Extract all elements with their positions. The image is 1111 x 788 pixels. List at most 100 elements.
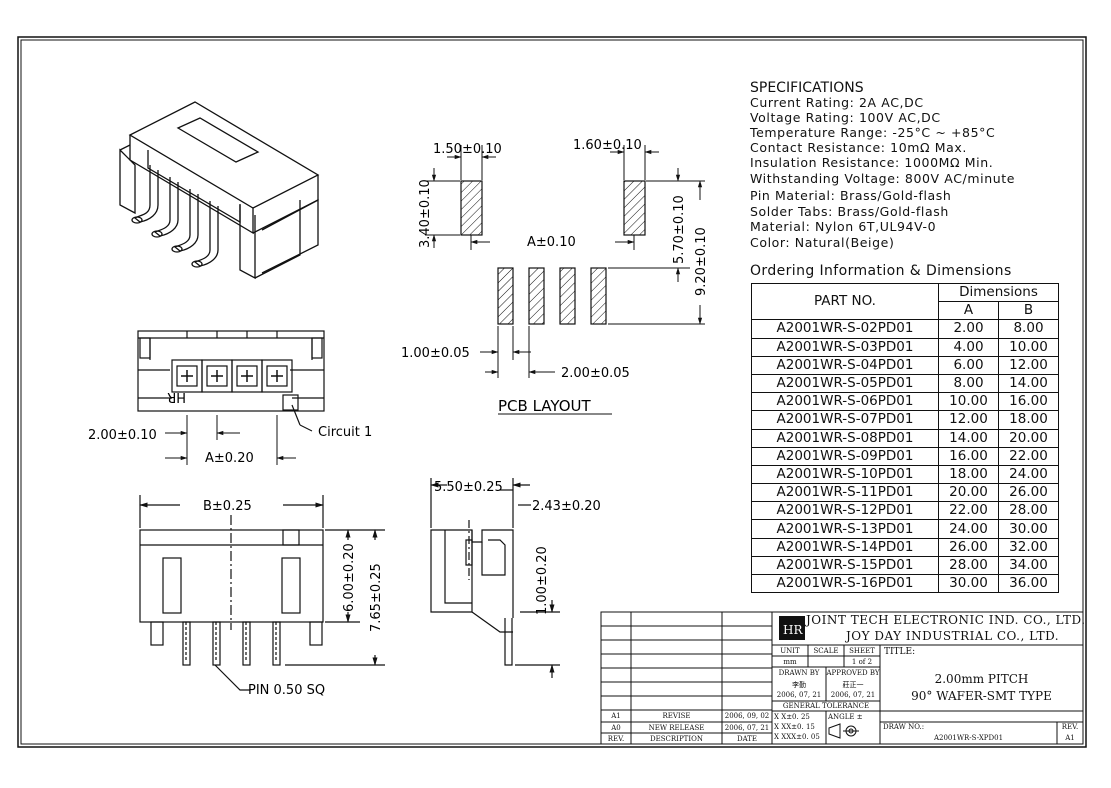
dim-side-offset: 2.43±0.20 [532, 499, 601, 514]
spec-line: Insulation Resistance: 1000MΩ Min. [750, 155, 994, 170]
spec-line: Contact Resistance: 10mΩ Max. [750, 140, 967, 155]
revision-desc: NEW RELEASE [648, 724, 705, 732]
rev-value: A1 [1065, 734, 1075, 742]
spec-line: Pin Material: Brass/Gold-flash [750, 188, 952, 203]
dim-b-cell: 12.00 [998, 355, 1059, 375]
unit-label: UNIT [780, 647, 800, 655]
spec-line: Solder Tabs: Brass/Gold-flash [750, 204, 949, 219]
dim-b-cell: 36.00 [998, 573, 1059, 594]
drawing-no-label: DRAW NO.: [883, 723, 925, 731]
dimensions-header: Dimensions [938, 282, 1059, 303]
dim-b-cell: 26.00 [998, 483, 1059, 503]
dim-top-pitch: 2.00±0.10 [88, 428, 157, 443]
part-number-cell: A2001WR-S-06PD01 [751, 392, 939, 412]
col-a-header: A [938, 301, 999, 321]
dim-b-cell: 24.00 [998, 464, 1059, 485]
dim-a-cell: 14.00 [938, 428, 999, 448]
pcb-dimensions [425, 145, 705, 415]
angle-symbol [828, 723, 859, 739]
spec-line: Temperature Range: -25°C ~ +85°C [750, 125, 996, 140]
date-header: DATE [736, 735, 758, 743]
tolerance-3: X XXX±0. 05 [774, 733, 820, 741]
dim-front-width-b: B±0.25 [203, 499, 252, 514]
revision-desc: REVISE [662, 712, 691, 720]
approved-by-label: APPROVED BY [826, 669, 880, 677]
dim-pcb-pad-height-left: 3.40±0.10 [418, 179, 433, 248]
col-b-header: B [998, 301, 1059, 321]
rev-header: REV. [607, 735, 625, 743]
inner-frame [20, 39, 1084, 745]
outer-frame [17, 36, 1087, 748]
ordering-table: PART NO. Dimensions A B A2001WR-S-02PD01… [751, 282, 1059, 594]
approved-by-date: 2006, 07, 21 [830, 691, 876, 699]
dim-top-span-a: A±0.20 [205, 451, 254, 466]
drawn-by-date: 2006, 07, 21 [776, 691, 822, 699]
dim-b-cell: 18.00 [998, 410, 1059, 430]
pcb-layout-caption: PCB LAYOUT [498, 397, 592, 415]
tolerance-2: X XX±0. 15 [774, 723, 815, 731]
company-name-1: JOINT TECH ELECTRONIC IND. CO., LTD. [806, 613, 1086, 627]
dim-b-cell: 20.00 [998, 428, 1059, 448]
sheet-value: 1 of 2 [851, 658, 873, 666]
dim-a-cell: 6.00 [938, 355, 999, 375]
spec-line: Color: Natural(Beige) [750, 235, 895, 250]
dim-side-pin-height: 1.00±0.20 [535, 546, 550, 615]
title-label: TITLE: [884, 647, 916, 657]
spec-line: Current Rating: 2A AC,DC [750, 95, 924, 110]
ordering-title: Ordering Information & Dimensions [750, 263, 1012, 279]
part-number-cell: A2001WR-S-08PD01 [751, 428, 939, 448]
dim-a-cell: 30.00 [938, 573, 999, 594]
dim-b-cell: 10.00 [998, 337, 1059, 357]
pin-label: PIN 0.50 SQ [248, 683, 325, 698]
svg-text:HR: HR [783, 623, 803, 637]
dim-b-cell: 28.00 [998, 501, 1059, 521]
part-number-cell: A2001WR-S-16PD01 [751, 573, 939, 594]
front-view [139, 495, 385, 691]
dim-a-cell: 10.00 [938, 392, 999, 412]
rev-label: REV. [1061, 723, 1079, 731]
desc-header: DESCRIPTION [650, 735, 703, 743]
dim-a-cell: 12.00 [938, 410, 999, 430]
dim-a-cell: 2.00 [938, 319, 999, 339]
tolerance-1: X X±0. 25 [774, 713, 810, 721]
part-number-cell: A2001WR-S-10PD01 [751, 464, 939, 485]
revision-rev: A0 [611, 724, 621, 732]
part-number-cell: A2001WR-S-09PD01 [751, 446, 939, 466]
revision-date: 2006, 07, 21 [724, 724, 770, 732]
dim-a-cell: 8.00 [938, 373, 999, 394]
dim-side-depth: 5.50±0.25 [434, 480, 503, 495]
dim-b-cell: 14.00 [998, 373, 1059, 394]
dim-b-cell: 16.00 [998, 392, 1059, 412]
isometric-view [119, 101, 320, 280]
dim-front-height-total: 7.65±0.25 [369, 563, 384, 632]
part-number-cell: A2001WR-S-07PD01 [751, 410, 939, 430]
general-tolerance-label: GENERAL TOLERANCE [782, 702, 870, 710]
dim-pcb-pin-pad-width: 1.00±0.05 [401, 346, 470, 361]
dim-pcb-pin-pitch: 2.00±0.05 [561, 366, 630, 381]
revision-date: 2006, 09, 02 [724, 712, 770, 720]
top-view-mark: HR [167, 389, 186, 404]
angle-label: ANGLE ± [828, 713, 863, 721]
side-view [430, 478, 560, 678]
spec-line: Withstanding Voltage: 800V AC/minute [750, 171, 1016, 186]
specifications-title: SPECIFICATIONS [750, 80, 864, 96]
part-no-header: PART NO. [751, 282, 939, 321]
dim-pcb-pad-width-right: 1.60±0.10 [573, 138, 642, 153]
dim-a-cell: 28.00 [938, 555, 999, 576]
unit-value: mm [783, 658, 797, 666]
dim-pcb-pad-width-left: 1.50±0.10 [433, 142, 502, 157]
company-name-2: JOY DAY INDUSTRIAL CO., LTD. [846, 629, 1060, 643]
title-block-grid [600, 611, 1084, 745]
